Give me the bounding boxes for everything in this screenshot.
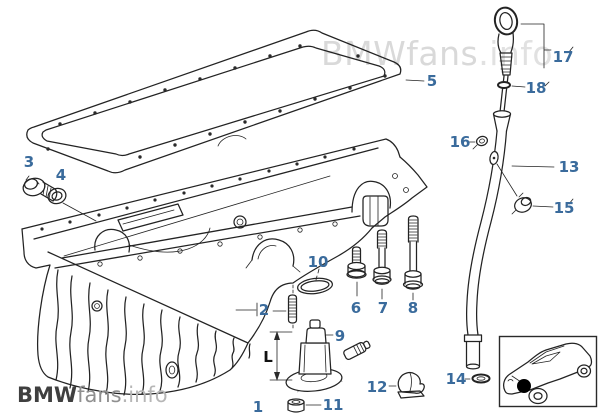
logo-suffix: .info [121,383,168,407]
bolt-15-drawing [511,192,532,215]
oil-pan-drawing [21,135,428,396]
callout-3: 3 [23,153,35,171]
sensor-nut [287,398,305,413]
callout-4: 4 [55,166,67,184]
callout-12: 12 [366,378,388,396]
bolt-16-drawing [472,135,489,150]
site-logo: BMWfans.info [17,383,168,407]
drain-plug-drawing [22,175,58,202]
dipstick-drawing [492,6,519,132]
car-outline [503,342,593,405]
callout-6: 6 [350,299,362,317]
callout-8: 8 [407,299,419,317]
callout-1: 1 [252,398,264,416]
leader-lines [235,23,574,406]
watermark-suffix: .info [478,34,554,73]
logo-fans: fans [77,383,122,407]
oil-level-sensor-drawing [285,319,371,413]
logo-bmw: BMW [17,383,78,407]
callout-16: 16 [449,133,471,151]
cable-clip-drawing [397,372,425,399]
callout-2: 2 [258,301,270,319]
o-ring-drawing [296,268,334,295]
sensor-connector [343,340,371,361]
dimension-l-label: L [263,348,273,366]
stud-drawing [287,284,298,331]
gasket-bolt-holes [46,44,387,159]
callout-7: 7 [377,299,389,317]
seal-ring-drawing [47,187,97,222]
pan-rim-bolt-holes [40,147,356,231]
guide-tube-drawing [463,130,518,370]
bolt-7-drawing [372,229,392,300]
callout-11: 11 [322,396,344,414]
sump-ribs [55,269,251,396]
callout-14: 14 [445,370,467,388]
callout-10: 10 [307,253,329,271]
callout-9: 9 [334,327,346,345]
dimension-l-lines [269,331,293,381]
callout-18: 18 [525,79,547,97]
bolt-8-drawing [402,215,424,301]
seal-ring-14-drawing [471,373,491,384]
oil-pan-gasket-drawing [26,29,402,174]
car-location-inset [498,335,598,408]
pan-flange-ears [97,221,338,267]
callout-13: 13 [558,158,580,176]
location-dot [517,379,531,393]
bolt-6-drawing [346,246,367,297]
pan-right-end [351,156,428,229]
callout-15: 15 [553,199,575,217]
callout-17: 17 [552,48,574,66]
callout-5: 5 [426,72,438,90]
pan-interior-details [63,135,331,257]
